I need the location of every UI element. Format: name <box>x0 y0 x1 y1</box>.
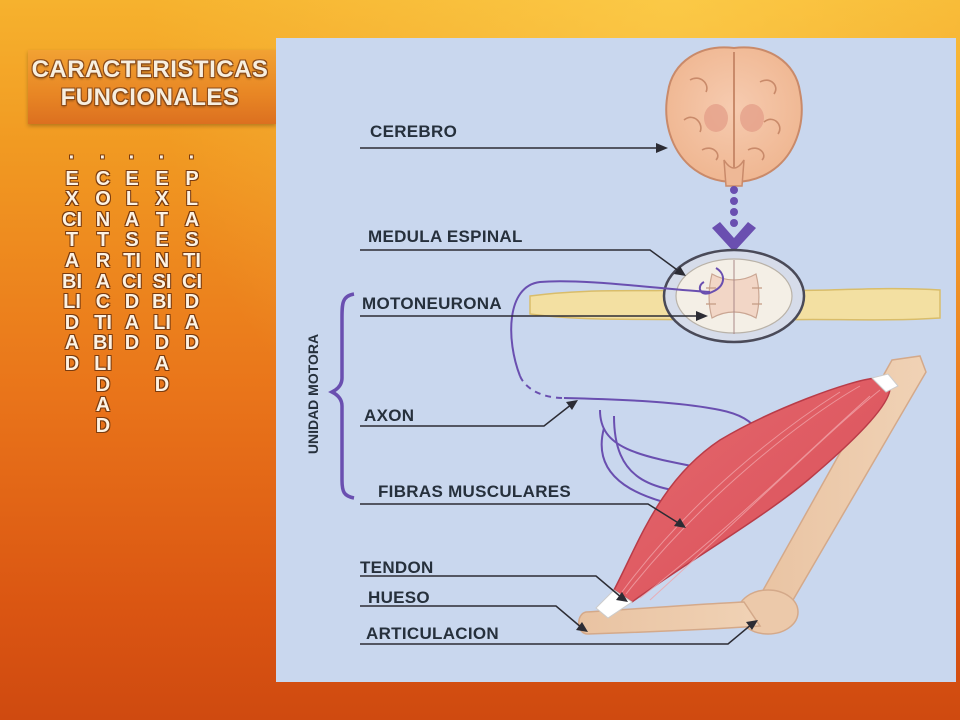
descending-pathway <box>712 186 756 252</box>
label-unidad-motora: UNIDAD MOTORA <box>305 333 321 455</box>
diagram-panel <box>276 38 956 682</box>
property-extensibilidad: · EXTENSIBILIDAD <box>152 147 172 396</box>
motor-unit-brace <box>328 292 355 500</box>
leader-lines <box>360 147 753 645</box>
label-motoneurona: MOTONEURONA <box>362 294 502 313</box>
leader-arrowheads <box>566 143 758 632</box>
label-cerebro: CEREBRO <box>370 122 458 141</box>
property-contractibilidad: · CONTRACTIBILIDAD <box>93 147 113 437</box>
label-articulacion: ARTICULACION <box>366 624 499 643</box>
muscle-shape <box>595 373 899 619</box>
label-medula-espinal: MEDULA ESPINAL <box>368 227 523 246</box>
title-banner <box>28 50 276 124</box>
label-fibras-musculares: FIBRAS MUSCULARES <box>378 482 572 501</box>
property-elasticidad: · ELASTICIDAD <box>122 147 142 355</box>
property-plasticidad: · PLASTICIDAD <box>182 147 202 355</box>
label-axon: AXON <box>364 406 415 425</box>
slide-title: CARACTERISTICAS FUNCIONALES <box>31 56 269 111</box>
label-tendon: TENDON <box>360 558 434 577</box>
spinal-cord-shape <box>529 248 941 344</box>
brain-shape <box>665 46 803 187</box>
property-excitabilidad: · EXCITABILIDAD <box>62 147 82 375</box>
label-hueso: HUESO <box>368 588 430 607</box>
